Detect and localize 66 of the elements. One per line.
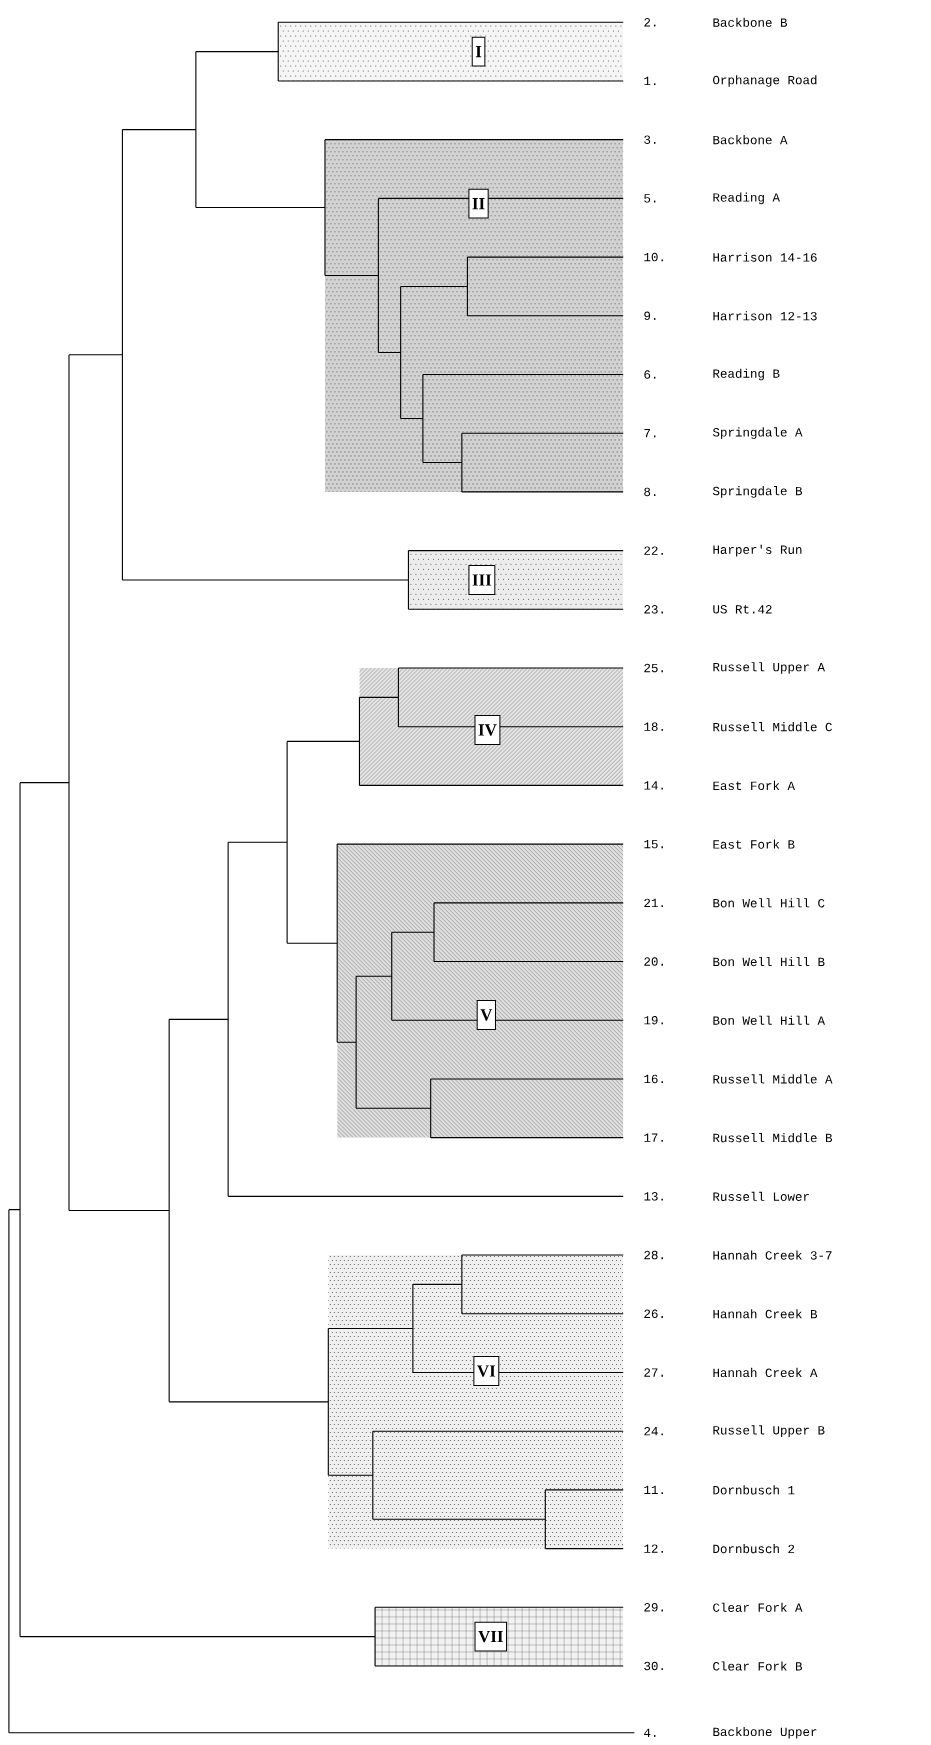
leaf-number: 23. <box>644 605 663 614</box>
leaf-label: Bon Well Hill A <box>713 1015 825 1025</box>
leaf-number: 5. <box>644 194 656 203</box>
leaf-number: 22. <box>644 546 663 555</box>
cluster-label: V <box>476 1000 496 1030</box>
leaf-label: Dornbusch 2 <box>713 1544 794 1554</box>
leaf-label: Bon Well Hill B <box>713 956 825 967</box>
leaf-number: 25. <box>644 663 663 673</box>
cluster-label: VII <box>474 1621 507 1652</box>
leaf-number: 7. <box>644 429 656 438</box>
leaf-label: Russell Middle A <box>713 1074 833 1084</box>
leaf-number: 12. <box>644 1544 663 1553</box>
leaf-label: Clear Fork A <box>712 1602 803 1612</box>
leaf-number: 27. <box>644 1368 663 1377</box>
leaf-number: 18. <box>644 722 663 731</box>
leaf-number: 15. <box>644 839 663 849</box>
leaf-label: Reading B <box>713 368 780 381</box>
leaf-label: Russell Upper A <box>713 662 825 674</box>
leaf-label: Russell Lower <box>713 1191 809 1201</box>
leaf-number: 17. <box>644 1133 663 1142</box>
leaf-label: Hannah Creek B <box>713 1309 817 1319</box>
leaf-label: Hannah Creek A <box>713 1367 818 1378</box>
leaf-number: 29. <box>644 1603 663 1612</box>
leaf-number: 19. <box>644 1016 663 1025</box>
leaf-label: Hannah Creek 3-7 <box>713 1250 832 1260</box>
cluster-label: III <box>468 565 496 595</box>
leaf-number: 26. <box>644 1309 663 1318</box>
leaf-label: Bon Well Hill C <box>713 898 825 908</box>
leaf-number: 4. <box>643 1728 656 1737</box>
leaf-label: Springdale B <box>712 486 802 498</box>
leaf-number: 28. <box>644 1250 663 1260</box>
leaf-label: Clear Fork B <box>712 1661 802 1671</box>
leaf-label: Backbone A <box>713 135 788 145</box>
leaf-number: 11. <box>644 1485 663 1494</box>
leaf-label: Dornbusch 1 <box>713 1485 795 1495</box>
leaf-label: Russell Middle C <box>713 722 832 732</box>
leaf-label: Backbone B <box>713 17 787 27</box>
leaf-label: Harrison 12-13 <box>713 311 817 321</box>
leaf-number: 6. <box>644 370 656 379</box>
leaf-label: Russell Middle B <box>713 1133 832 1143</box>
leaf-number: 20. <box>644 957 663 966</box>
leaf-number: 13. <box>644 1192 663 1201</box>
leaf-number: 16. <box>644 1074 663 1084</box>
leaf-label: Harrison 14-16 <box>713 252 817 262</box>
leaf-label: Harper's Run <box>713 544 802 557</box>
leaf-label: Reading A <box>713 192 780 205</box>
leaf-label: Orphanage Road <box>712 75 817 87</box>
cluster-label: IV <box>474 715 501 745</box>
leaf-number: 2. <box>644 18 656 27</box>
leaf-number: 30. <box>644 1661 663 1671</box>
cluster-label: VI <box>473 1356 500 1387</box>
leaf-label: Russell Upper B <box>713 1425 825 1437</box>
leaf-label: US Rt.42 <box>713 605 772 614</box>
leaf-label: East Fork A <box>713 780 795 790</box>
leaf-number: 14. <box>644 781 663 790</box>
leaf-number: 21. <box>644 898 663 907</box>
leaf-number: 10. <box>644 252 663 262</box>
leaf-number: 24. <box>644 1427 663 1436</box>
leaf-number: 3. <box>644 135 656 144</box>
cluster-label: II <box>468 188 489 219</box>
leaf-label: Springdale A <box>712 427 803 439</box>
leaf-label: East Fork B <box>713 839 795 849</box>
leaf-label: Backbone Upper <box>713 1726 817 1739</box>
leaf-number: 8. <box>644 487 656 497</box>
leaf-number: 9. <box>644 311 656 321</box>
leaf-number: 1. <box>644 76 656 86</box>
